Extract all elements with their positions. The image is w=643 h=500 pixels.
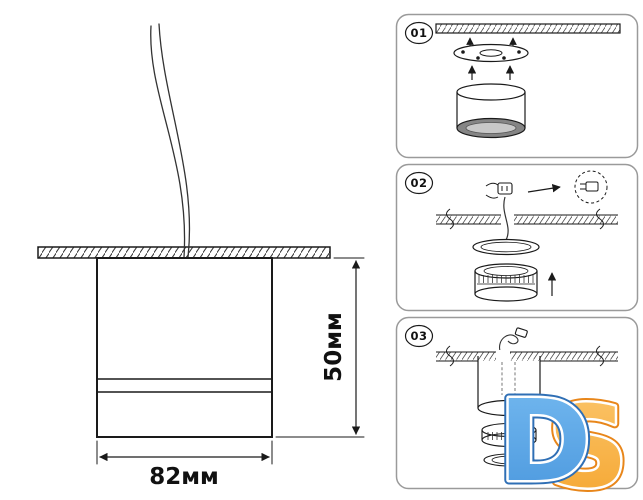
step-02-wire-connector <box>485 182 513 199</box>
step-panel-03: 03 <box>395 316 639 490</box>
step-03-wire-coil <box>498 327 528 352</box>
step-panel-02: 02 <box>395 163 639 312</box>
step-panel-02-border <box>395 163 639 312</box>
knurl-band <box>486 432 532 440</box>
step-01-number: 01 <box>410 26 427 40</box>
width-dimension-label: 82мм <box>149 464 219 490</box>
step-03-threaded-ring <box>481 422 537 448</box>
step-02-fixture <box>474 263 538 302</box>
break-mark-right <box>596 345 604 367</box>
knurl-band <box>478 275 534 283</box>
fixture-body <box>96 257 273 438</box>
step-02-mounting-ring <box>472 238 540 256</box>
logo-letter-d: D <box>499 377 592 500</box>
step-02-wire <box>503 196 509 241</box>
break-mark-left <box>446 208 454 230</box>
step-03-fixture <box>477 356 541 417</box>
break-mark-left <box>446 345 454 367</box>
logo-letter-s: S <box>548 383 629 500</box>
height-dimension-label: 50мм <box>321 312 347 382</box>
step-02-ceiling-section <box>436 208 618 230</box>
step-03-ceiling-section <box>436 345 618 367</box>
step-03-number: 03 <box>410 329 427 343</box>
height-dimension <box>275 257 365 438</box>
step-panel-01-border <box>395 13 639 159</box>
width-dimension <box>96 440 273 465</box>
step-02-detail-circle <box>574 170 608 204</box>
step-01-mounting-plate <box>453 43 529 63</box>
step-01-fixture <box>456 83 526 139</box>
step-01-ceiling <box>435 23 621 34</box>
step-03-trim-ring <box>483 453 535 467</box>
step-01-screw-arrows <box>466 37 517 46</box>
step-02-number: 02 <box>410 176 427 190</box>
step-02-detail-arrow <box>527 184 561 193</box>
logo-letter-s-outline: S <box>548 383 629 500</box>
step-01-lift-arrows <box>467 65 515 80</box>
step-03-badge: 03 <box>404 324 434 348</box>
step-panel-01: 01 <box>395 13 639 159</box>
step-02-badge: 02 <box>404 171 434 195</box>
brand-logo: S S D D <box>494 373 633 500</box>
break-mark-right <box>596 208 604 230</box>
main-dimension-drawing: 50мм 82мм <box>37 23 365 490</box>
step-01-badge: 01 <box>404 21 434 45</box>
logo-letter-d-outline: D <box>499 377 592 500</box>
supply-wires <box>150 23 191 258</box>
